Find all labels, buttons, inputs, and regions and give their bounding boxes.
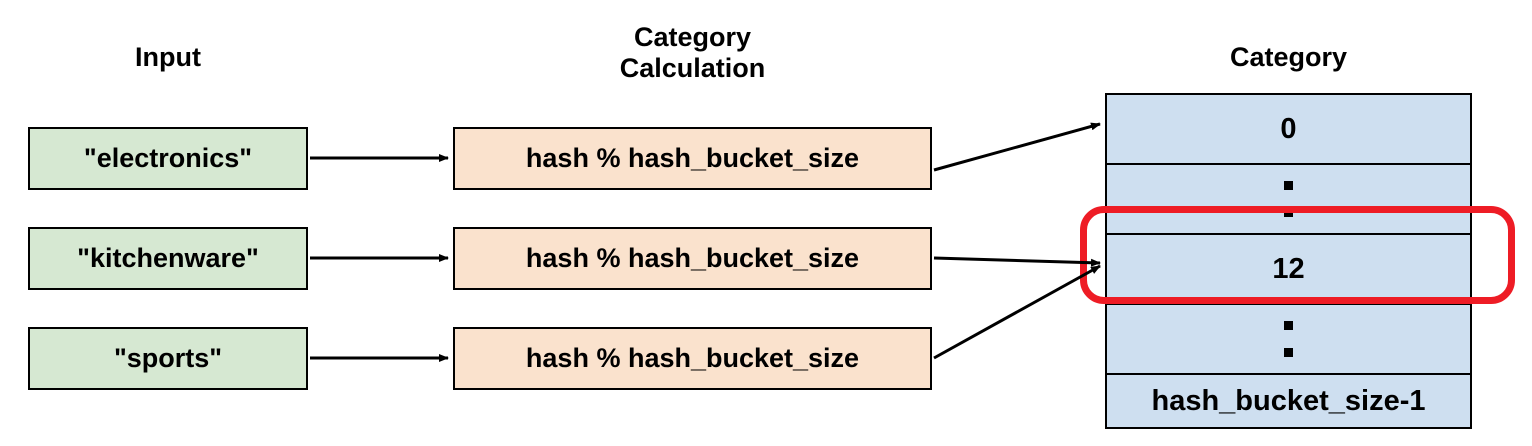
category-row-12[interactable]: 12 [1107,235,1470,305]
category-row-ellipsis-upper [1107,165,1470,235]
input-box-electronics[interactable]: "electronics" [28,127,308,190]
calculation-box-sports[interactable]: hash % hash_bucket_size [453,327,932,390]
arrow-calculation-electronics-to-category-0 [933,122,1101,172]
category-table: 0 12 hash_bucket_size-1 [1105,93,1472,429]
calculation-box-electronics[interactable]: hash % hash_bucket_size [453,127,932,190]
column-heading-category-calculation: Category Calculation [619,22,766,84]
column-heading-input: Input [135,42,201,72]
calculation-box-kitchenware[interactable]: hash % hash_bucket_size [453,227,932,290]
input-box-sports[interactable]: "sports" [28,327,308,390]
vertical-dot-icon [1284,321,1293,330]
arrow-calculation-sports-to-category-12 [933,264,1101,360]
column-heading-category: Category [1229,42,1348,72]
vertical-dot-icon [1284,181,1293,190]
category-row-last[interactable]: hash_bucket_size-1 [1107,375,1470,427]
vertical-dot-icon [1284,208,1293,217]
category-row-0[interactable]: 0 [1107,95,1470,165]
vertical-dot-icon [1284,348,1293,357]
category-row-ellipsis-lower [1107,305,1470,375]
arrow-calculation-kitchenware-to-category-12 [933,256,1101,267]
input-box-kitchenware[interactable]: "kitchenware" [28,227,308,290]
